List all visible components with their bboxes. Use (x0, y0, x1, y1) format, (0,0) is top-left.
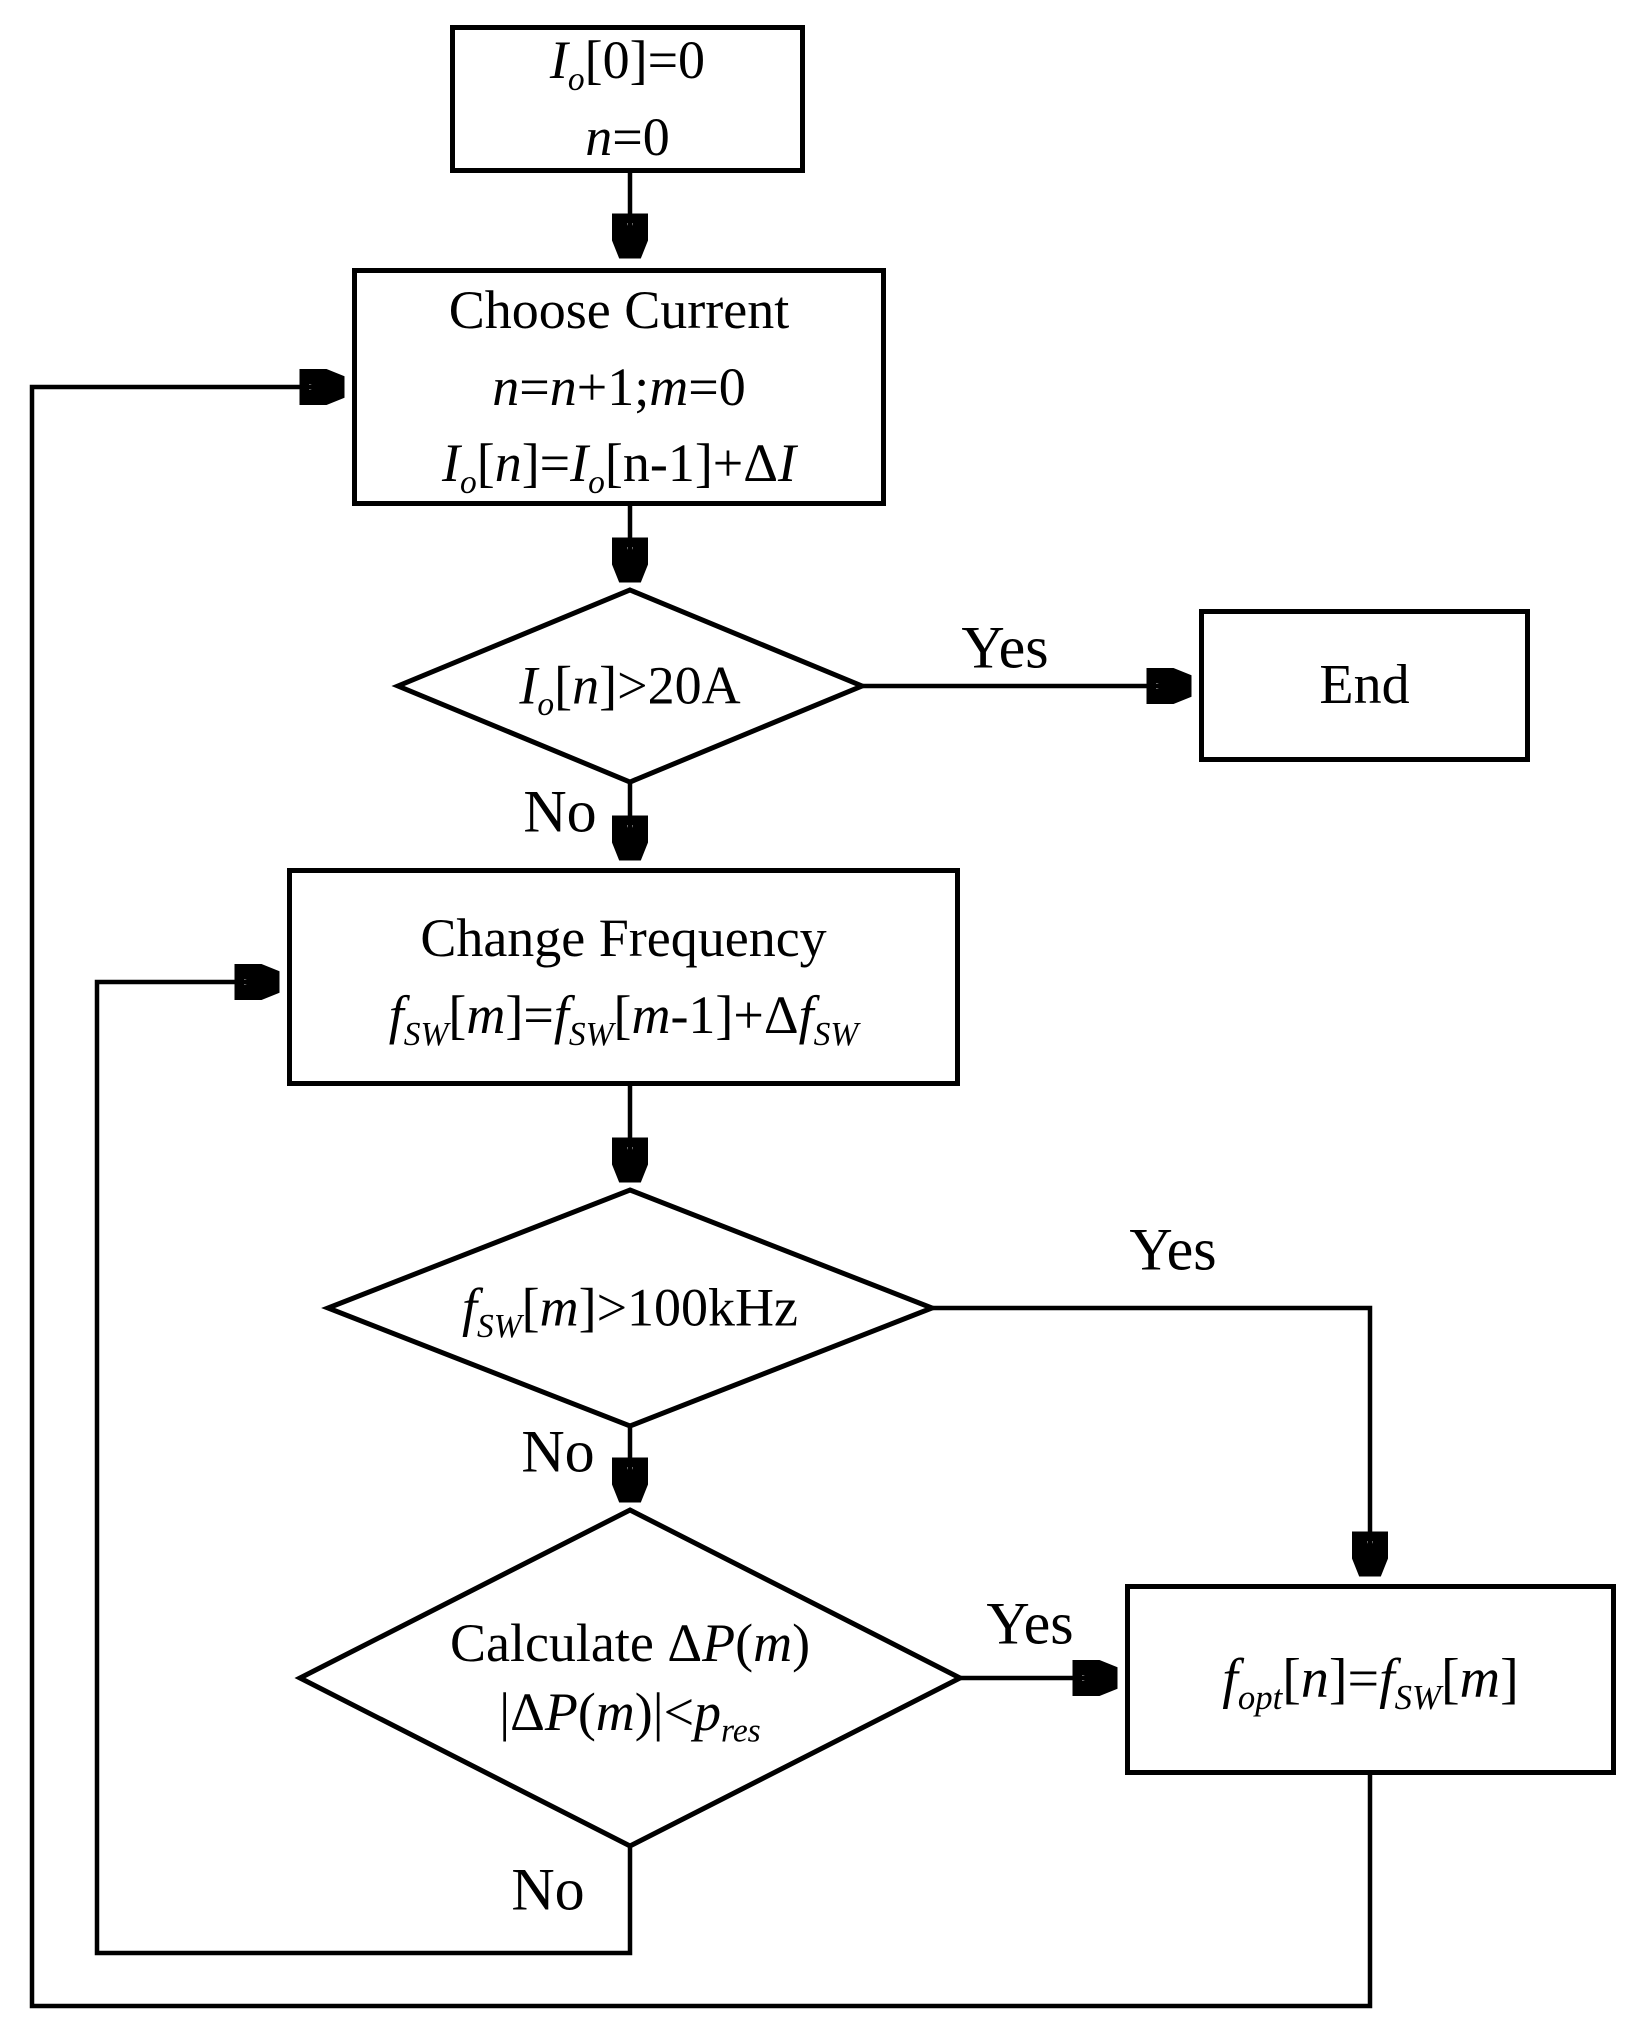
text-line: fSW[m]=fSW[m-1]+ΔfSW (388, 985, 859, 1053)
text-line: fopt[n]=fSW[m] (1222, 1647, 1519, 1717)
edge-label-yes-frequency: Yes (1129, 1216, 1217, 1283)
node-change-frequency: Change Frequency fSW[m]=fSW[m-1]+ΔfSW (287, 868, 960, 1086)
node-set-optimum: fopt[n]=fSW[m] (1125, 1584, 1616, 1775)
edge-check-frequency-to-set-optimum-yes (932, 1305, 1370, 1574)
decision-current-limit-shape (391, 587, 869, 785)
text-line: n=0 (585, 107, 670, 167)
text-line: Change Frequency (420, 908, 827, 969)
edge-label-yes-power: Yes (986, 1590, 1074, 1657)
edge-label-yes-current: Yes (961, 614, 1049, 681)
edge-label-no-frequency: No (521, 1418, 595, 1485)
node-check-power-text: Calculate ΔP(m) |ΔP(m)|<pres (449, 1609, 811, 1750)
edge-set-optimum-to-choose-current-loop (29, 387, 1373, 2009)
text-line: n=n+1;m=0 (492, 356, 746, 417)
text-line: Io[n]>20A (519, 655, 741, 724)
text-line: Io[0]=0 (549, 30, 706, 99)
node-check-frequency-text: fSW[m]>100kHz (461, 1273, 799, 1346)
text-line: fSW[m]>100kHz (461, 1277, 799, 1346)
edge-label-no-power: No (511, 1856, 585, 1923)
edge-label-no-current: No (523, 778, 597, 845)
node-choose-current: Choose Current n=n+1;m=0 Io[n]=Io[n-1]+Δ… (352, 268, 886, 506)
node-check-current-text: Io[n]>20A (519, 651, 741, 724)
edge-check-power-to-change-frequency-no-loop (94, 982, 633, 1956)
text-line: End (1319, 653, 1410, 716)
text-line: Choose Current (448, 280, 790, 340)
text-line: |ΔP(m)|<pres (499, 1682, 761, 1750)
decision-frequency-limit-shape (321, 1187, 939, 1429)
node-init: Io[0]=0 n=0 (450, 25, 805, 173)
node-end: End (1199, 609, 1530, 762)
decision-power-resolution-shape (294, 1507, 966, 1849)
text-line: Calculate ΔP(m) (449, 1612, 811, 1673)
text-line: Io[n]=Io[n-1]+ΔI (442, 433, 796, 502)
